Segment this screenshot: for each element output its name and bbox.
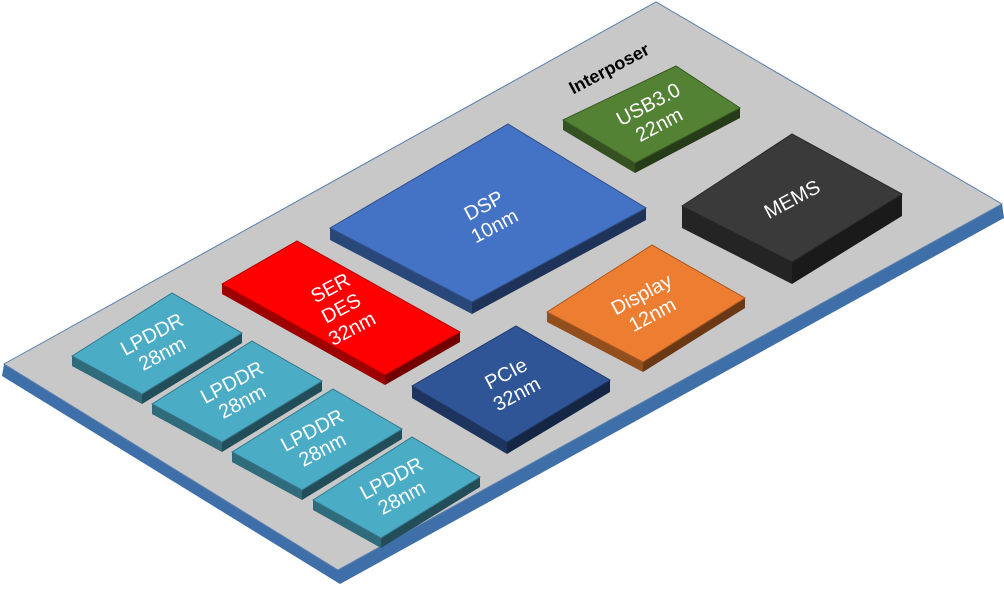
chip-side-left — [72, 356, 142, 404]
chip-top — [546, 244, 746, 363]
chip-side-left — [313, 500, 381, 548]
chip-top — [71, 292, 243, 395]
chip-side-right — [302, 429, 402, 500]
chip-side-right — [222, 381, 322, 452]
chip-side-right — [792, 194, 902, 284]
chip-top — [561, 65, 741, 164]
chip-side-left — [330, 228, 472, 314]
chip-lpddr4: LPDDR28nm — [312, 436, 481, 548]
chip-dsp: DSP10nm — [328, 123, 648, 314]
chip-serdes: SERDES32nm — [220, 240, 462, 385]
chip-side-right — [635, 108, 740, 173]
chip-side-left — [682, 206, 792, 284]
chip-side-right — [643, 298, 745, 372]
chip-lpddr1: LPDDR28nm — [71, 292, 243, 404]
chip-side-left — [563, 120, 635, 173]
chip-side-left — [152, 404, 222, 452]
chip-top — [681, 133, 903, 263]
chip-top — [220, 240, 462, 376]
chip-display: Display12nm — [546, 244, 746, 372]
chip-side-left — [222, 284, 385, 385]
chip-top — [151, 340, 323, 443]
chip-pcie: PCIe32nm — [411, 325, 611, 454]
chip-side-right — [381, 477, 480, 548]
chip-side-left — [412, 386, 507, 454]
chip-side-left — [547, 312, 643, 372]
chip-side-right — [142, 333, 242, 404]
chip-side-right — [472, 208, 646, 314]
chip-lpddr3: LPDDR28nm — [231, 388, 403, 500]
chip-mems: MEMS — [681, 133, 903, 284]
chip-top — [411, 325, 611, 443]
chip-usb: USB3.022nm — [561, 65, 741, 173]
chip-side-right — [507, 380, 610, 454]
chip-side-right — [385, 332, 460, 385]
chip-top — [328, 123, 648, 303]
chip-side-left — [232, 452, 302, 500]
chip-top — [312, 436, 481, 539]
chip-top — [231, 388, 403, 491]
